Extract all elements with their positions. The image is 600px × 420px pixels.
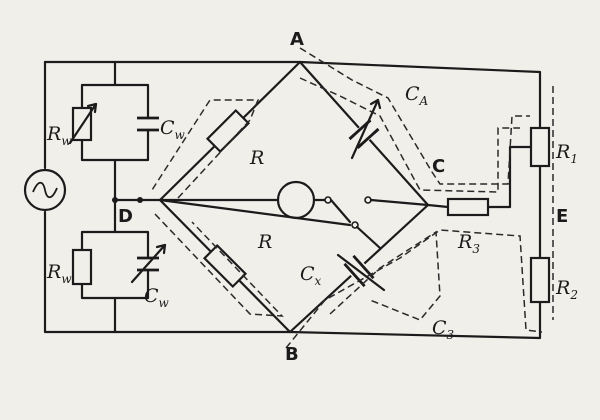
- node-label-a: A: [290, 29, 304, 50]
- gap-ca: [352, 122, 376, 146]
- wire-switch-lower: [355, 225, 382, 250]
- shield-r-lower: [154, 213, 284, 317]
- label-rw-bottom: Rw: [46, 261, 72, 286]
- shield-c3: [329, 230, 441, 321]
- label-c3: C3: [432, 317, 455, 342]
- node-label-e: E: [556, 206, 568, 227]
- wire-r3-to-e: [486, 145, 542, 209]
- node-label-d: D: [118, 206, 133, 227]
- label-rw-top: Rw: [46, 123, 72, 148]
- null-detector-icon: [276, 180, 316, 220]
- label-r-upper: R: [249, 147, 264, 169]
- resistor-r1: [529, 126, 551, 168]
- switch-blade: [329, 198, 352, 224]
- wire-bottom: [288, 300, 542, 340]
- ac-source-icon: [23, 168, 67, 212]
- resistor-r-lower: [202, 243, 248, 289]
- variable-arrow-ca: [350, 98, 380, 160]
- variable-arrow-cw-bottom: [130, 243, 167, 284]
- wire-d-to-c-lower: [158, 198, 352, 227]
- label-cx: Cx: [300, 263, 322, 288]
- wire-left: [43, 60, 292, 334]
- variable-arrow-cx: [336, 253, 386, 292]
- resistor-r-upper: [205, 108, 251, 154]
- variable-arrow-rw-top: [68, 102, 98, 145]
- wire-top: [43, 60, 542, 130]
- shield-r-upper: [151, 99, 260, 199]
- shield-bottom: [285, 229, 543, 349]
- label-ca: CA: [405, 83, 429, 108]
- label-r1: R1: [555, 141, 578, 166]
- wien-top-network: [80, 60, 150, 202]
- wire-c-to-r3: [426, 203, 450, 209]
- node-d-dot2: [137, 197, 143, 203]
- resistor-r2: [529, 256, 551, 304]
- capacitor-cx-plate1: [343, 262, 366, 288]
- node-d-dot1: [112, 197, 118, 203]
- resistor-r3: [446, 197, 490, 217]
- node-label-c: C: [432, 156, 445, 177]
- wire-switch-to-c: [369, 198, 430, 207]
- label-r-lower: R: [257, 231, 272, 253]
- wien-bottom-network: [80, 198, 150, 334]
- resistor-rw-bottom: [71, 248, 93, 286]
- shield-ca: [299, 47, 530, 185]
- label-r3: R3: [457, 231, 480, 256]
- node-label-b: B: [285, 344, 299, 365]
- shield-ca-inner: [299, 77, 520, 193]
- label-cw-bottom: Cw: [144, 285, 170, 310]
- label-cw-top: Cw: [160, 117, 186, 142]
- label-r2: R2: [555, 277, 578, 302]
